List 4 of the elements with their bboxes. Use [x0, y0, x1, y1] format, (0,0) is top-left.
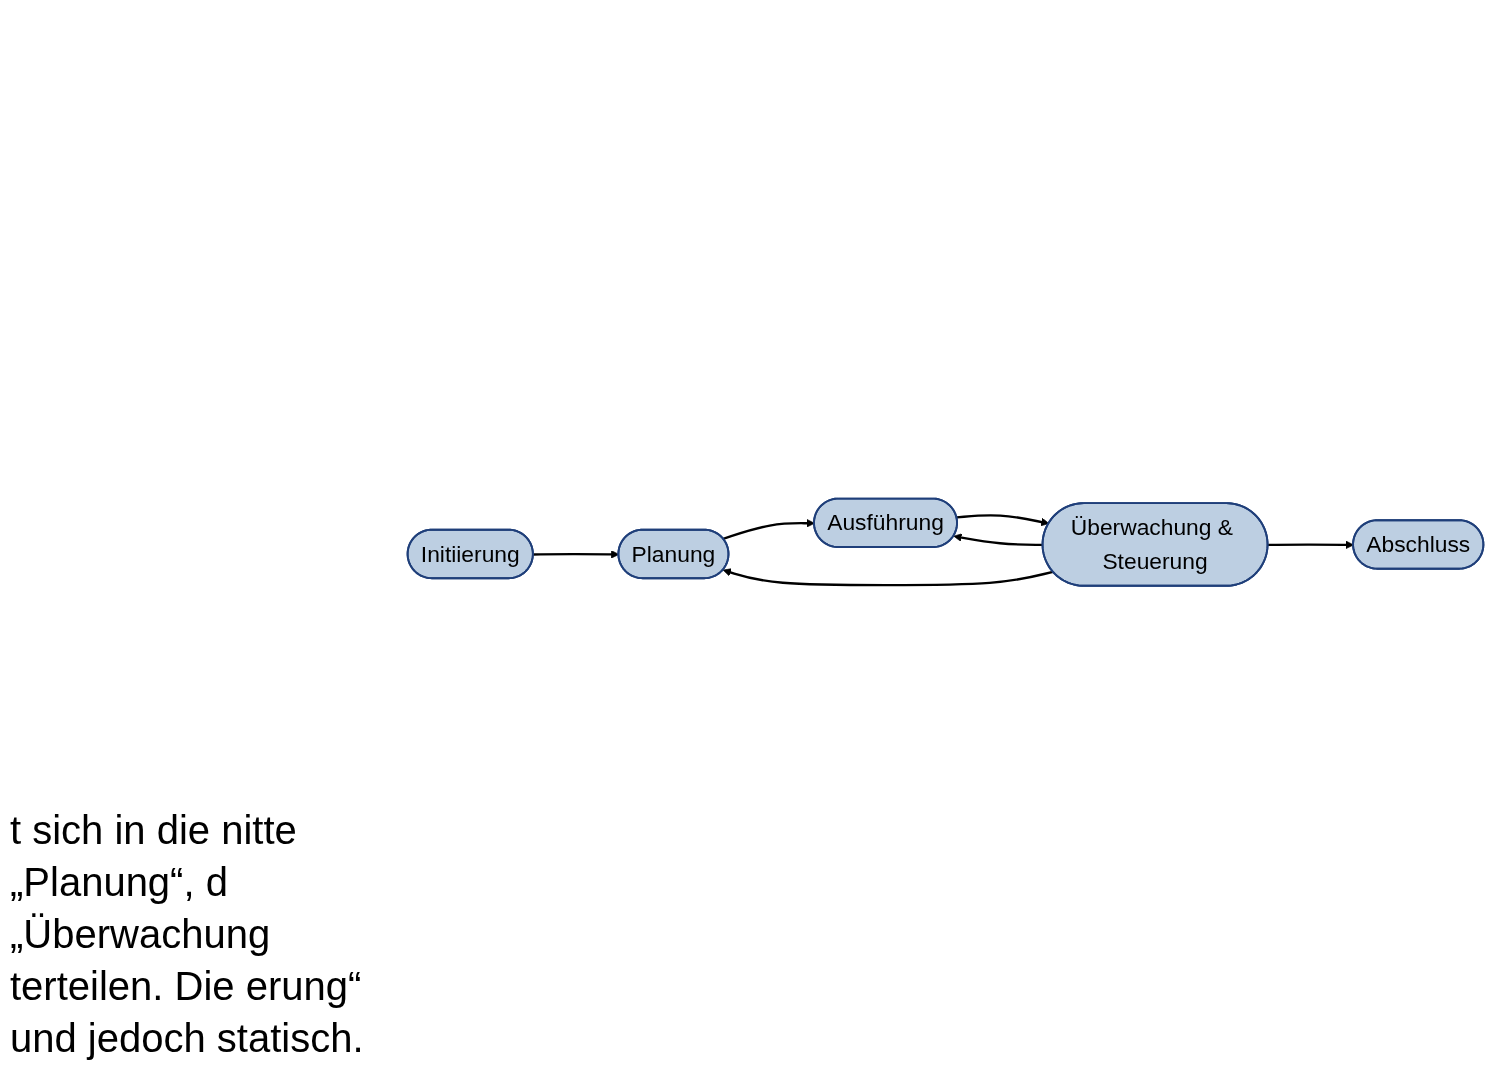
arrow [722, 568, 1054, 587]
description-text: t sich in die nitte „Planung“, d „Überwachung terteilen. Die erung“ und jedoch statisch. [10, 807, 365, 1062]
arrow [722, 518, 815, 540]
arrow [1268, 540, 1354, 549]
